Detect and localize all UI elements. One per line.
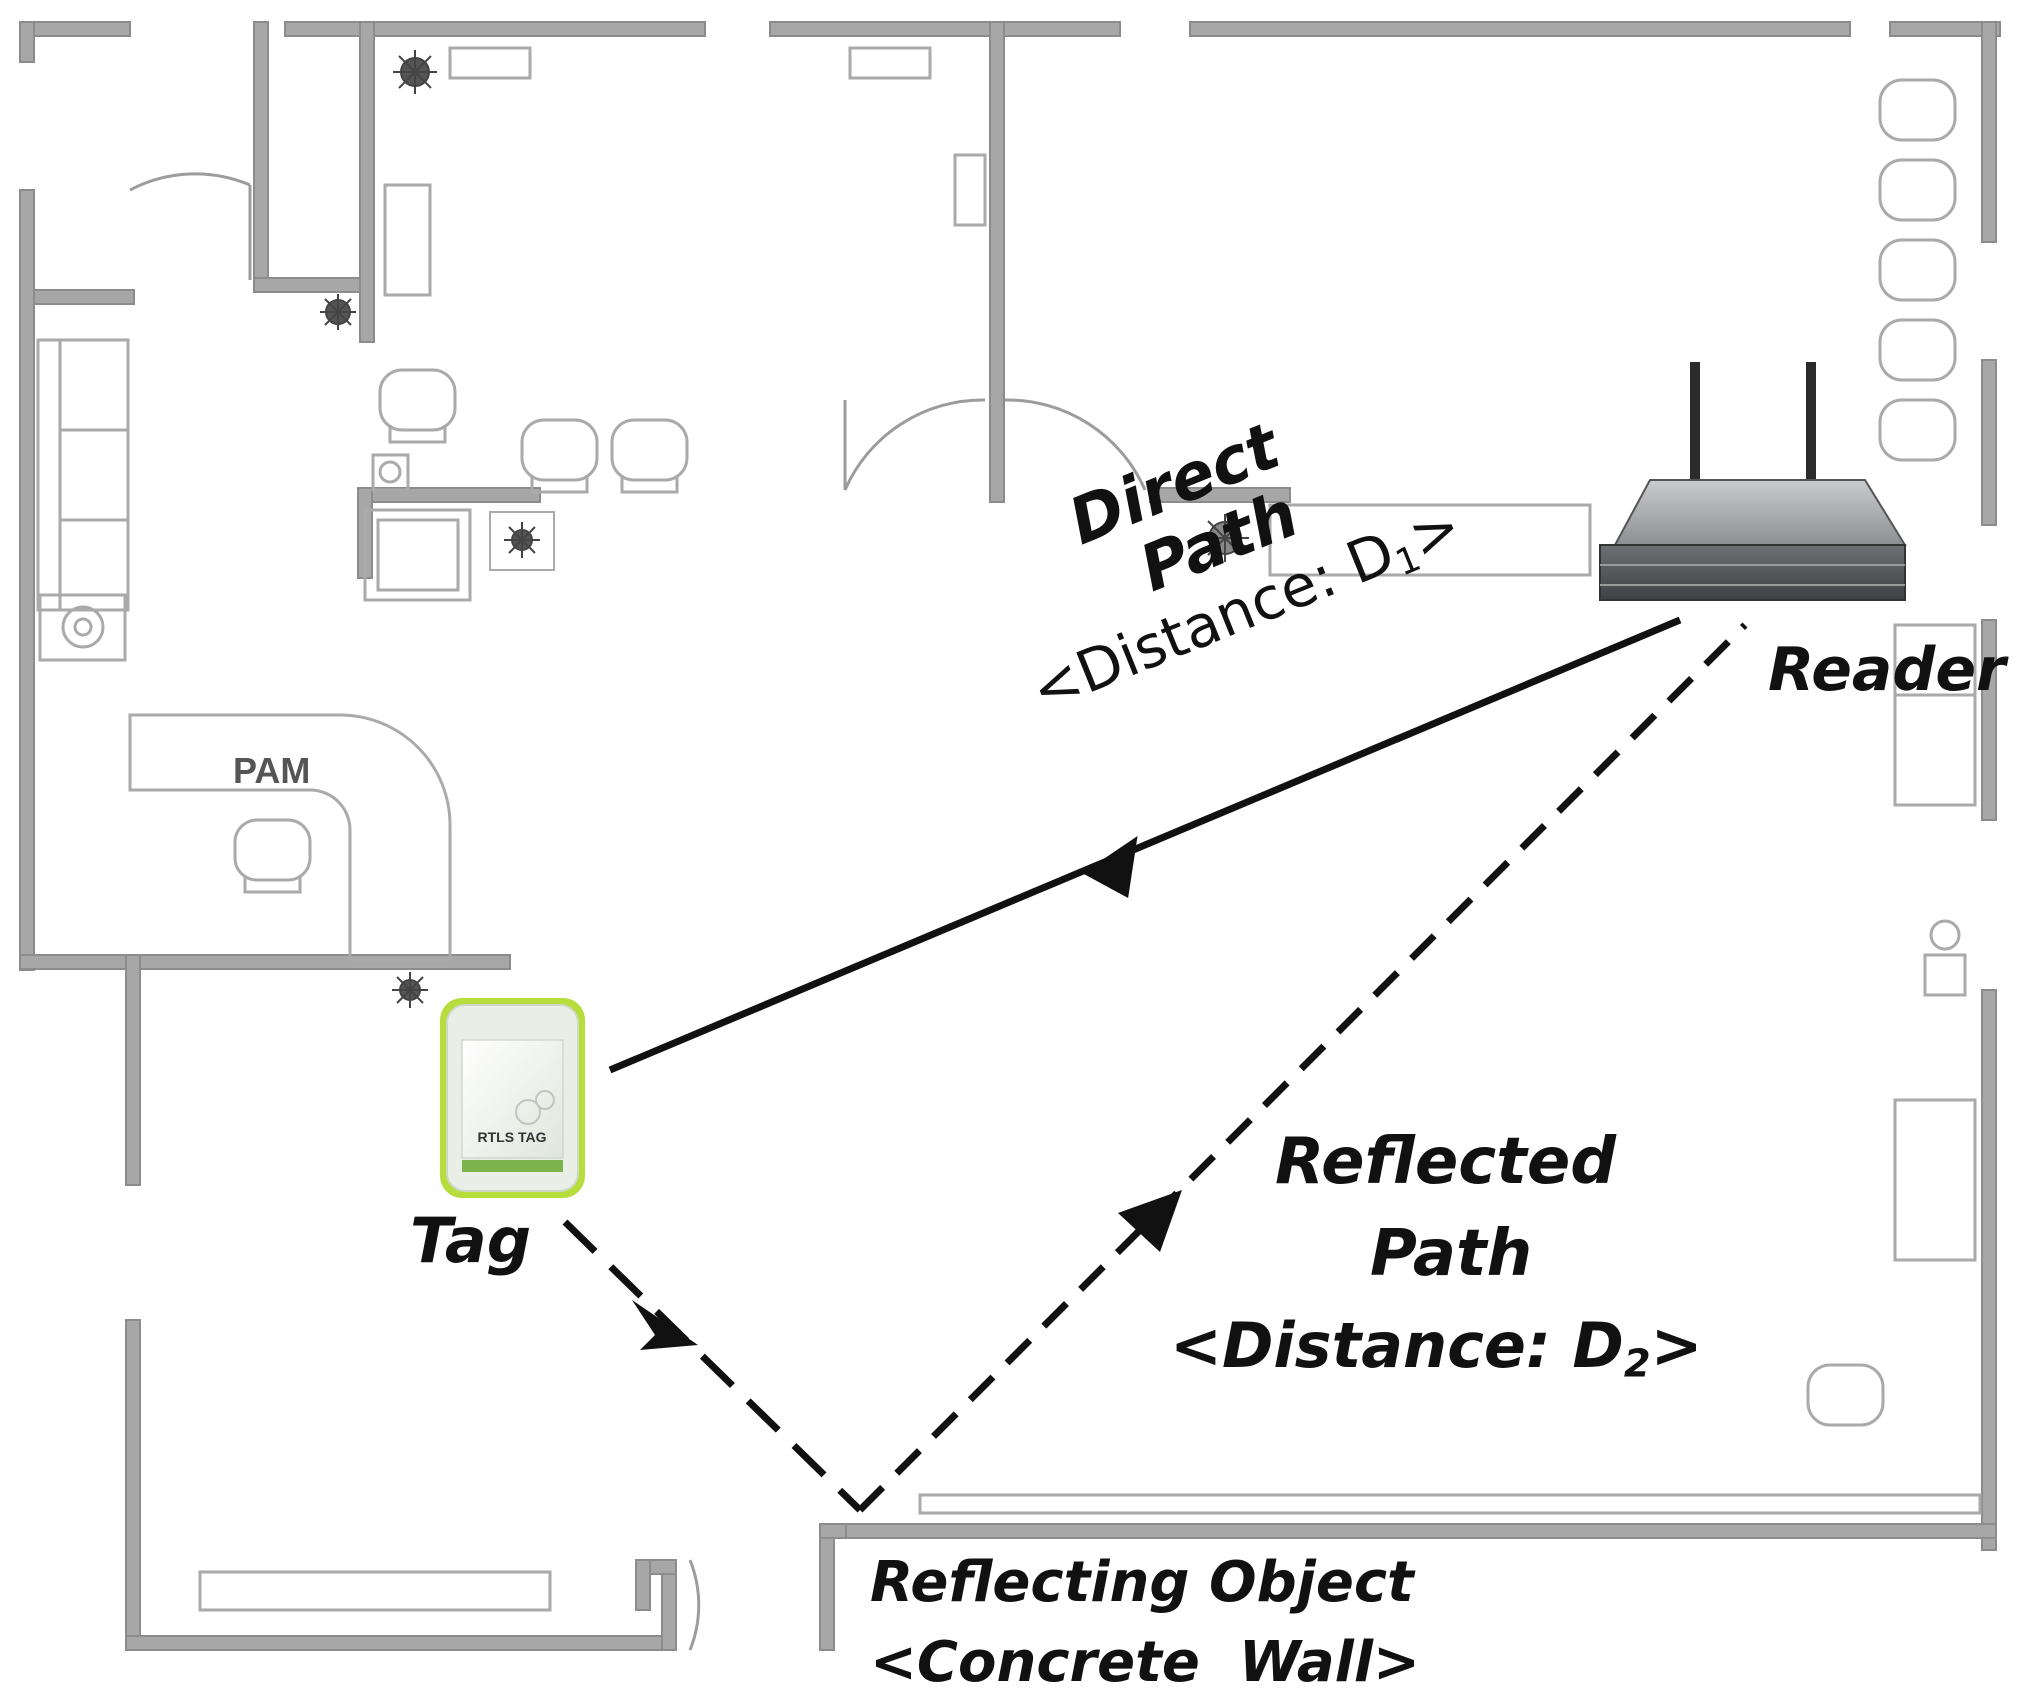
reflected-distance-sub: 2 <box>1623 1341 1651 1387</box>
tag-label: Tag <box>410 1204 532 1277</box>
furniture <box>36 46 1982 1612</box>
reflected-path-line2: Path <box>1370 1217 1533 1291</box>
plant-icon <box>320 294 356 330</box>
arrow-icon <box>632 1300 698 1350</box>
chair-icon <box>1878 158 1957 222</box>
direct-path-line <box>608 616 1682 1074</box>
reflecting-object-line2: <Concrete Wall> <box>870 1630 1420 1695</box>
arrow-icon <box>1118 1190 1182 1252</box>
door-swings <box>129 172 1147 1651</box>
room-label-pam: PAM <box>233 750 311 791</box>
plant-icon <box>393 50 437 94</box>
reflected-distance-label: <Distance: D2> <box>1170 1315 1703 1384</box>
chair-icon <box>378 368 457 444</box>
plant-icon <box>1201 514 1249 562</box>
plant-icon <box>489 511 555 571</box>
chair-icon <box>233 818 312 894</box>
chair-icon <box>1878 78 1957 142</box>
tag-device-icon: RTLS TAG <box>440 998 585 1198</box>
arrow-icon <box>1082 835 1138 899</box>
chair-icon <box>1878 238 1957 302</box>
tag-device-text: RTLS TAG <box>478 1129 547 1145</box>
reflected-distance-prefix: <Distance: D <box>1170 1309 1624 1382</box>
chair-icon <box>520 418 599 494</box>
chair-icon <box>610 418 689 494</box>
plants <box>320 50 1249 1008</box>
chair-icon <box>1878 398 1957 462</box>
reflected-path-line-2 <box>857 622 1748 1513</box>
reader-device-icon <box>1599 362 1907 601</box>
reflected-distance-suffix: > <box>1650 1309 1703 1382</box>
walls <box>19 21 2001 1651</box>
reflected-path-line-1 <box>562 1219 863 1513</box>
chair-icon <box>1878 318 1957 382</box>
reflected-path-line1: Reflected <box>1275 1125 1617 1199</box>
reflecting-object-line1: Reflecting Object <box>870 1550 1414 1615</box>
reader-label: Reader <box>1768 635 2006 705</box>
chair-icon <box>1806 1363 1885 1427</box>
plant-icon <box>392 972 428 1008</box>
